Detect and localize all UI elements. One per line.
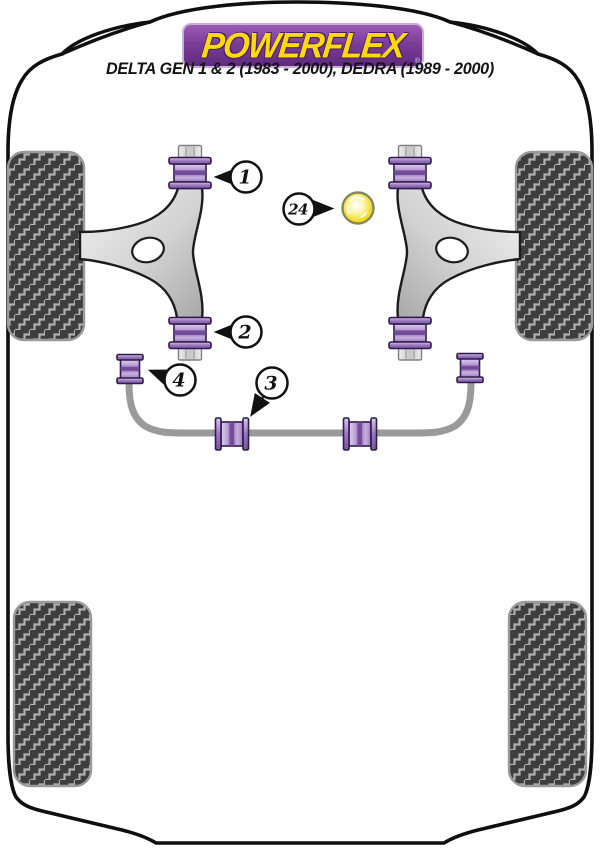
model-subtitle: DELTA GEN 1 & 2 (1983 - 2000), DEDRA (19…	[106, 60, 494, 78]
callout-24-label: 24	[287, 201, 308, 219]
bush-front-left-lower	[168, 316, 212, 361]
tire-rear-left	[12, 600, 93, 788]
callout-24-circle	[282, 192, 316, 226]
powerflex-logo-text: POWERFLEX	[199, 25, 407, 66]
callout-4[interactable]: 4	[147, 363, 197, 397]
bar-end-bush-left	[116, 353, 144, 385]
callout-3[interactable]: 3	[250, 366, 289, 417]
callout-1[interactable]: 1	[213, 160, 263, 194]
callout-2-label: 2	[237, 322, 251, 344]
bar-end-bush-right	[456, 352, 484, 384]
callout-3-circle	[255, 366, 289, 400]
cowl-leaf-right	[448, 20, 540, 56]
bush-front-right-upper	[388, 144, 432, 190]
callout-3-label: 3	[264, 373, 277, 395]
cowl-leaf-left	[60, 20, 152, 56]
tire-front-left	[6, 150, 86, 342]
powerflex-logo: POWERFLEX ®	[182, 23, 424, 68]
wishbone-front-left	[78, 186, 204, 320]
callout-2[interactable]: 2	[213, 315, 263, 349]
tire-front-right	[514, 150, 594, 342]
callout-2-circle	[229, 315, 263, 349]
anti-roll-bar	[125, 378, 475, 437]
bush-front-left-upper	[168, 144, 212, 190]
car-body-outline	[6, 52, 594, 845]
tire-rear-right	[507, 600, 588, 788]
registered-trademark: ®	[414, 58, 420, 65]
bar-clamp-bush-right	[342, 417, 378, 451]
wishbone-front-right	[396, 186, 522, 320]
callout-1-circle	[229, 160, 263, 194]
callout-4-label: 4	[172, 370, 185, 392]
bar-clamp-bush-left	[214, 417, 250, 451]
callout-1-label: 1	[238, 167, 251, 189]
roof-arc	[148, 0, 452, 24]
bush-front-right-lower	[388, 316, 432, 361]
callout-4-circle	[163, 363, 197, 397]
callout-24[interactable]: 24	[282, 192, 335, 226]
yellow-bush	[341, 191, 375, 225]
